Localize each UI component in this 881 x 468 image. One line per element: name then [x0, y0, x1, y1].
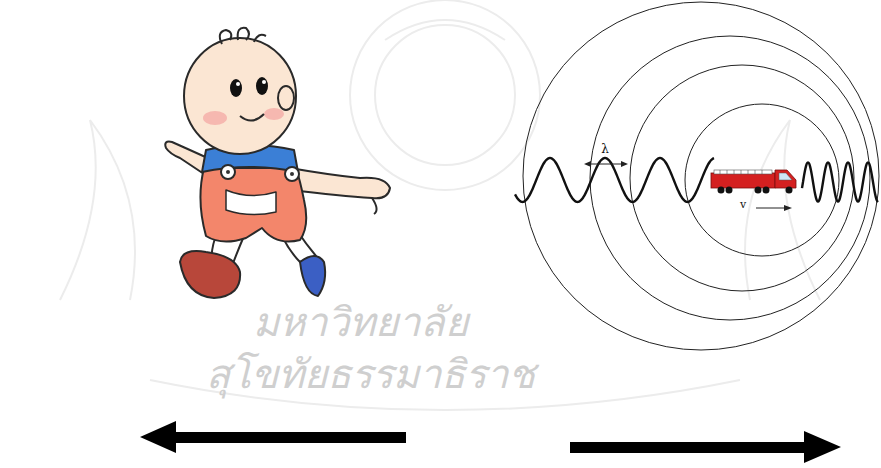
fire-truck — [711, 170, 796, 194]
rear-wave — [515, 158, 714, 202]
velocity-label: v — [740, 199, 746, 211]
watermark-text: มหาวิทยาลัย — [253, 300, 468, 344]
wavelength-arrow — [584, 161, 628, 167]
watermark-emblem — [60, 0, 820, 410]
velocity-arrow — [756, 205, 792, 211]
direction-arrows — [140, 421, 841, 463]
wavelength-label: λ — [601, 143, 609, 156]
sound-waves — [515, 158, 878, 202]
front-wave — [802, 162, 878, 202]
baby-figure — [165, 28, 390, 298]
watermark-text: สุโขทัยธรรมาธิราช — [206, 352, 535, 396]
wave-fronts — [523, 2, 879, 350]
